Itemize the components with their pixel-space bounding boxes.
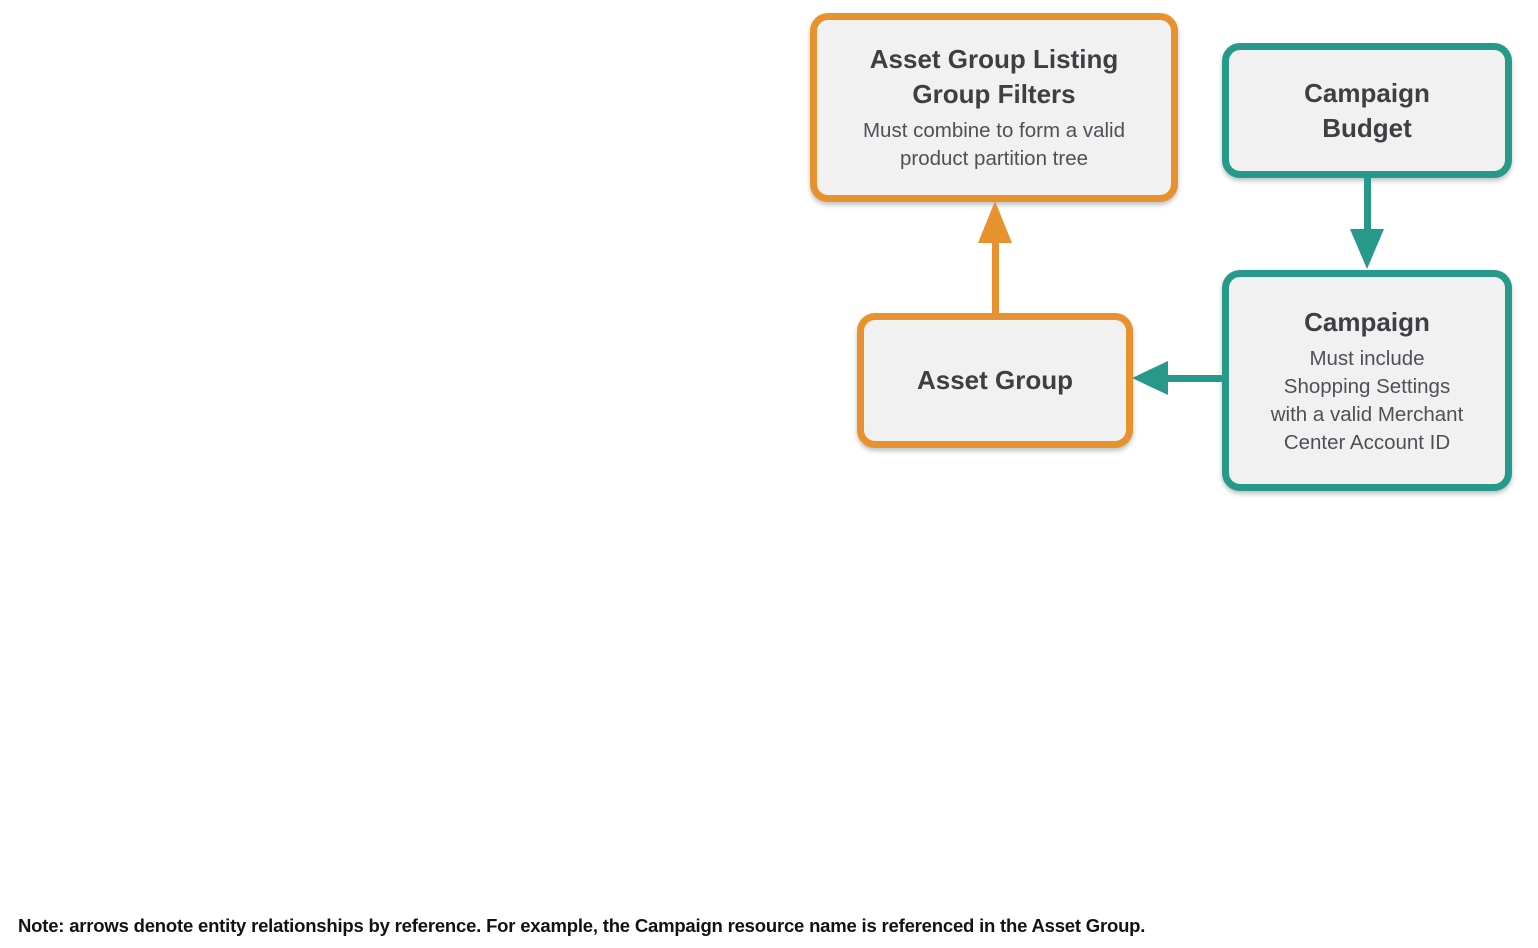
arrowhead-down-icon [1350, 229, 1384, 269]
node-title: Campaign Budget [1304, 77, 1430, 143]
arrow-shaft [1164, 375, 1224, 382]
node-subtitle: Must combine to form a valid product par… [862, 119, 1126, 170]
arrowhead-up-icon [978, 201, 1012, 243]
node-campaign-budget: Campaign Budget [1222, 43, 1512, 178]
node-asset-group-listing-group-filters: Asset Group Listing Group Filters Must c… [810, 13, 1178, 202]
node-subtitle: Must include Shopping Settings with a va… [1270, 346, 1464, 454]
footnote-text: Note: arrows denote entity relationships… [18, 915, 1146, 936]
node-asset-group: Asset Group [857, 313, 1133, 448]
node-title: Asset Group Listing Group Filters [869, 44, 1119, 109]
arrow-shaft [1364, 176, 1371, 232]
node-title: Campaign [1304, 306, 1430, 337]
arrowhead-left-icon [1132, 361, 1168, 395]
arrow-shaft [992, 238, 999, 314]
node-campaign: Campaign Must include Shopping Settings … [1222, 270, 1512, 491]
node-title: Asset Group [916, 365, 1074, 395]
